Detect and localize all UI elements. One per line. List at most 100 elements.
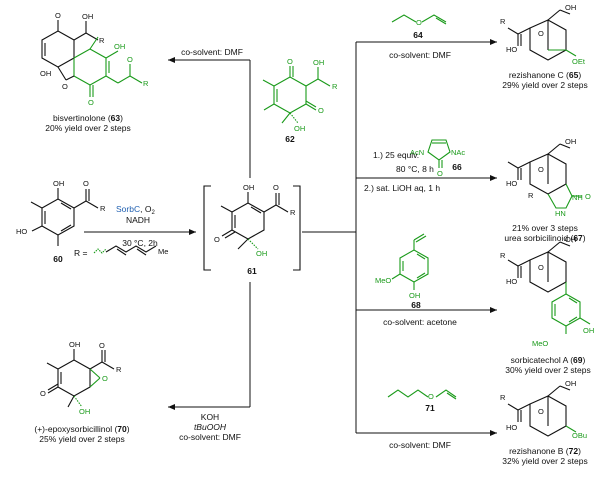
atom-60-oh: OH bbox=[53, 179, 64, 188]
structure-r-chain bbox=[93, 245, 157, 256]
arrow-61-to-63 bbox=[168, 57, 251, 178]
atom-69-ho: HO bbox=[506, 277, 517, 286]
atom-63-r: R bbox=[99, 36, 105, 45]
yield-70: 25% yield over 2 steps bbox=[39, 434, 125, 444]
atom-67-r: R bbox=[528, 191, 534, 200]
atom-72-obu: OBu bbox=[572, 431, 587, 440]
atom-67-oh: OH bbox=[565, 137, 576, 146]
cond-67-step1: 1.) 25 equiv. bbox=[373, 150, 419, 160]
cond-63-solvent: co-solvent: DMF bbox=[181, 47, 243, 57]
atom-66-nac: NAc bbox=[451, 148, 465, 157]
paren-67: ) bbox=[583, 233, 586, 243]
atom-r-me: Me bbox=[158, 247, 168, 256]
atom-63-o: O bbox=[55, 11, 61, 20]
atom-70-o: O bbox=[99, 341, 105, 350]
structure-71 bbox=[387, 389, 457, 400]
atom-63-oh2: OH bbox=[114, 42, 125, 51]
atom-70-oh2: OH bbox=[79, 407, 90, 416]
bracket-61 bbox=[203, 185, 301, 271]
atom-62-o: O bbox=[287, 57, 293, 66]
atom-72-ho: HO bbox=[506, 423, 517, 432]
yield-69: 30% yield over 2 steps bbox=[505, 365, 591, 375]
enzyme-sorbc: SorbC bbox=[116, 204, 140, 214]
atom-72-r: R bbox=[500, 393, 506, 402]
atom-60-ho: HO bbox=[16, 227, 27, 236]
structure-68 bbox=[391, 233, 429, 290]
label-68: 68 bbox=[411, 300, 421, 310]
atom-65-oet: OEt bbox=[572, 57, 586, 66]
cond-69-solvent: co-solvent: acetone bbox=[383, 317, 457, 327]
svg-text:rezishanone B (72): rezishanone B (72) bbox=[509, 446, 581, 456]
cond-67-step2: 2.) sat. LiOH aq, 1 h bbox=[364, 183, 440, 193]
atom-60-o: O bbox=[83, 179, 89, 188]
cond-64-solvent: co-solvent: DMF bbox=[389, 50, 451, 60]
label-72: 72 bbox=[569, 446, 579, 456]
atom-63-o2: O bbox=[127, 55, 133, 64]
atom-70-o2: O bbox=[40, 389, 46, 398]
label-65: 65 bbox=[569, 70, 579, 80]
label-60: 60 bbox=[53, 254, 63, 264]
structure-61 bbox=[220, 192, 289, 250]
atom-65-oh: OH bbox=[565, 3, 576, 12]
atom-67-hn: HN bbox=[555, 209, 566, 218]
atom-72-oh: OH bbox=[565, 379, 576, 388]
atom-70-o3: O bbox=[102, 374, 108, 383]
label-69: 69 bbox=[573, 355, 583, 365]
atom-70-oh: OH bbox=[69, 340, 80, 349]
label-63: 63 bbox=[111, 113, 121, 123]
paren-65: ) bbox=[578, 70, 581, 80]
cond-70-solvent: co-solvent: DMF bbox=[179, 432, 241, 442]
structure-63 bbox=[41, 20, 143, 97]
name-65: rezishanone C ( bbox=[509, 70, 569, 80]
atom-67-ho: HO bbox=[506, 179, 517, 188]
svg-text:(+)-epoxysorbicillinol (70): (+)-epoxysorbicillinol (70) bbox=[34, 424, 129, 434]
r-definition: R = bbox=[74, 248, 88, 258]
atom-63-o3: O bbox=[88, 98, 94, 107]
atom-61-oh: OH bbox=[243, 183, 254, 192]
svg-text:SorbC, O2: SorbC, O2 bbox=[116, 204, 155, 216]
atom-63-oh3: OH bbox=[40, 69, 51, 78]
arrow-61-to-70 bbox=[168, 282, 251, 410]
svg-text:rezishanone C (65): rezishanone C (65) bbox=[509, 70, 581, 80]
yield-65: 29% yield over 2 steps bbox=[502, 80, 588, 90]
atom-65-o: O bbox=[538, 29, 544, 38]
atom-64-o: O bbox=[416, 18, 422, 27]
cofactor-nadh: NADH bbox=[126, 215, 150, 225]
name-70: (+)-epoxysorbicillinol ( bbox=[34, 424, 117, 434]
atom-69-meo: MeO bbox=[532, 339, 548, 348]
paren-70: ) bbox=[127, 424, 130, 434]
atom-69-r: R bbox=[500, 251, 506, 260]
oxidant: , O bbox=[140, 204, 152, 214]
atom-66-acn: AcN bbox=[410, 148, 424, 157]
svg-text:urea sorbicilinoid (67): urea sorbicilinoid (67) bbox=[504, 233, 585, 243]
atom-63-r2: R bbox=[143, 79, 149, 88]
temp-time: 30 °C, 2h bbox=[122, 238, 158, 248]
atom-69-oh2: OH bbox=[583, 326, 594, 335]
name-72: rezishanone B ( bbox=[509, 446, 569, 456]
atom-61-o2: O bbox=[214, 235, 220, 244]
label-70: 70 bbox=[117, 424, 127, 434]
cond-70-koh: KOH bbox=[201, 412, 219, 422]
svg-text:sorbicatechol A (69): sorbicatechol A (69) bbox=[511, 355, 586, 365]
label-67: 67 bbox=[573, 233, 583, 243]
atom-67-o2: O bbox=[585, 192, 591, 201]
label-62: 62 bbox=[285, 134, 295, 144]
name-67: urea sorbicilinoid ( bbox=[504, 233, 573, 243]
atom-63-o4: O bbox=[62, 82, 68, 91]
structure-60 bbox=[30, 188, 99, 246]
name-69: sorbicatechol A ( bbox=[511, 355, 574, 365]
paren-72: ) bbox=[578, 446, 581, 456]
atom-62-o2: O bbox=[318, 106, 324, 115]
atom-67-o: O bbox=[538, 165, 544, 174]
atom-68-meo: MeO bbox=[375, 276, 391, 285]
atom-62-r: R bbox=[332, 82, 338, 91]
paren-69: ) bbox=[583, 355, 586, 365]
atom-60-r: R bbox=[100, 204, 106, 213]
structure-64 bbox=[391, 14, 447, 25]
cond-67-step1-cond: 80 °C, 8 h bbox=[396, 164, 434, 174]
atom-72-o: O bbox=[538, 407, 544, 416]
paren-63: ) bbox=[120, 113, 123, 123]
oxidant-sub: 2 bbox=[151, 210, 155, 216]
atom-61-r: R bbox=[290, 208, 296, 217]
structure-70 bbox=[46, 349, 115, 408]
